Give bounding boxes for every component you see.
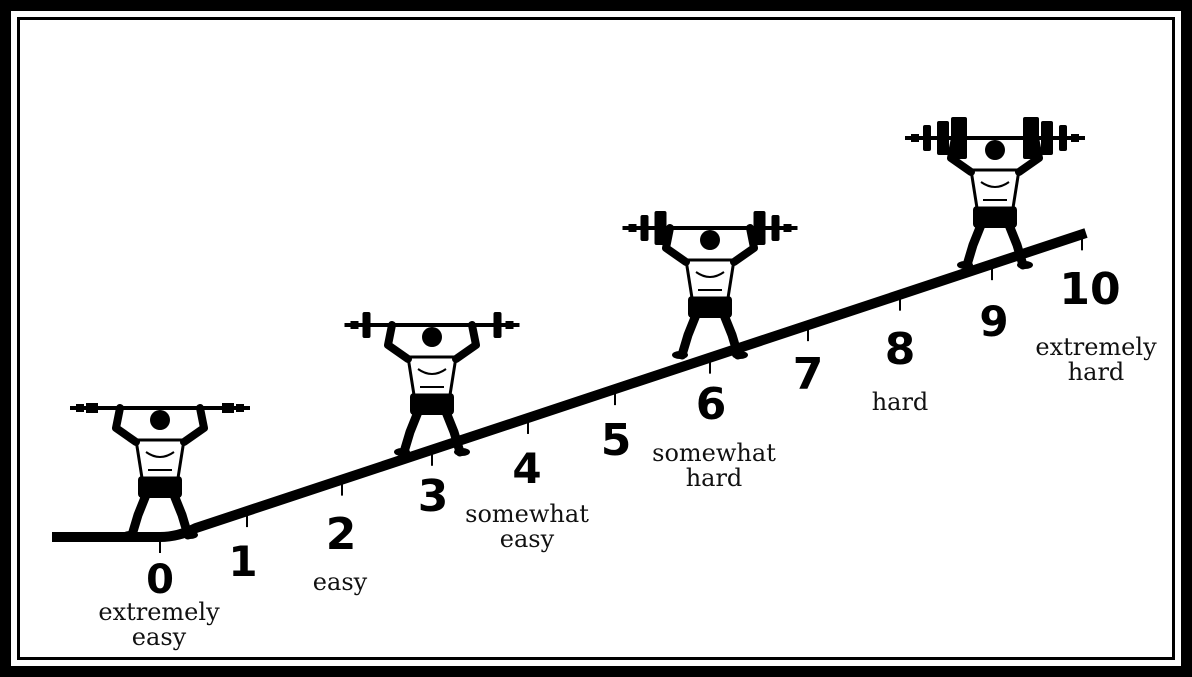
lifter-head <box>422 327 442 347</box>
lifter-arm-left <box>662 224 690 266</box>
barbell-collar-left <box>911 134 919 142</box>
lifter-leg-right <box>1002 215 1028 270</box>
barbell-collar-left <box>628 224 637 232</box>
lifter-arm-right <box>180 404 208 446</box>
scale-number-6: 6 <box>695 379 727 430</box>
ramp-line-path <box>52 228 1088 542</box>
barbell-plate-right <box>753 211 766 245</box>
lifter-foot-right <box>732 351 748 359</box>
descriptor-10-line-2: hard <box>1067 358 1125 387</box>
lifter-foot-left <box>957 261 973 269</box>
lifter-torso <box>684 258 736 300</box>
barbell-plate-left <box>362 312 371 338</box>
lifter-leg-right <box>167 485 193 540</box>
scale-number-5: 5 <box>600 415 632 466</box>
barbell-collar-right <box>505 321 514 329</box>
scale-number-10: 10 <box>1059 264 1121 315</box>
lifter-muscle-lines <box>417 368 447 396</box>
inner-frame <box>17 17 1175 660</box>
barbell-collar-right <box>783 224 792 232</box>
scale-number-7: 7 <box>792 349 824 400</box>
barbell-plate-left <box>923 125 931 151</box>
scale-number-2: 2 <box>325 509 357 560</box>
barbell-collar-left <box>350 321 359 329</box>
lifter-foot-left <box>122 531 138 539</box>
descriptor-0-line-2: easy <box>131 623 187 652</box>
descriptor-6-line-2: hard <box>685 464 743 493</box>
lifter-head <box>985 140 1005 160</box>
barbell-plate-right <box>771 215 780 241</box>
descriptor-10-line-1: extremely <box>1035 333 1157 361</box>
lifter-leg-right <box>717 305 743 360</box>
descriptor-4-line-1: somewhat <box>465 500 589 528</box>
descriptor-0-line-1: extremely <box>98 598 220 626</box>
barbell-plate-left <box>86 403 98 413</box>
lifter-shorts <box>138 476 182 498</box>
descriptor-8-line-1: hard <box>871 388 929 416</box>
barbell-plate-left <box>951 117 967 159</box>
barbell-plate-right <box>493 312 502 338</box>
barbell-plate-right <box>1041 121 1053 155</box>
descriptor-0: extremely easy <box>98 598 220 652</box>
descriptor-2-line-1: easy <box>312 568 368 596</box>
lifter-foot-right <box>1017 261 1033 269</box>
barbell-collar-left <box>76 404 84 412</box>
weightlifter-figures <box>70 117 1085 540</box>
weightlifter-icon <box>70 403 250 540</box>
weightlifter-icon <box>905 117 1085 270</box>
barbell-plate-right <box>1023 117 1039 159</box>
weightlifter-icon <box>344 312 520 457</box>
barbell-collar-right <box>236 404 244 412</box>
lifter-shorts <box>410 393 454 415</box>
lifter-torso <box>969 168 1021 210</box>
lifter-leg-left <box>127 485 153 540</box>
scale-number-3: 3 <box>417 471 449 522</box>
descriptor-6: somewhat hard <box>652 439 776 493</box>
lifter-torso <box>134 438 186 480</box>
scale-number-9: 9 <box>979 297 1009 346</box>
lifter-muscle-lines <box>145 451 175 479</box>
lifter-leg-left <box>677 305 703 360</box>
lifter-muscle-lines <box>980 181 1010 209</box>
lifter-leg-right <box>439 402 465 457</box>
ramp-ticks <box>159 237 1083 553</box>
weightlifter-icon <box>622 211 798 360</box>
descriptor-2: easy <box>312 568 368 596</box>
scale-number-4: 4 <box>512 444 542 493</box>
scale-number-8: 8 <box>884 324 916 375</box>
lifter-foot-left <box>672 351 688 359</box>
descriptor-4-line-2: easy <box>499 525 555 554</box>
scale-number-1: 1 <box>228 537 258 586</box>
lifter-foot-right <box>454 448 470 456</box>
lifter-shorts <box>973 206 1017 228</box>
lifter-foot-left <box>394 448 410 456</box>
descriptor-6-line-1: somewhat <box>652 439 776 467</box>
lifter-torso <box>406 355 458 397</box>
descriptor-8: hard <box>871 388 929 416</box>
barbell-plate-right <box>1059 125 1067 151</box>
lifter-arm-right <box>730 224 758 266</box>
scale-number-0: 0 <box>146 557 174 603</box>
lifter-arm-right <box>452 321 480 363</box>
barbell-plate-left <box>654 211 667 245</box>
lifter-foot-right <box>182 531 198 539</box>
descriptor-4: somewhat easy <box>465 500 589 554</box>
barbell-plate-left <box>937 121 949 155</box>
lifter-head <box>700 230 720 250</box>
barbell-plate-left <box>640 215 649 241</box>
barbell-plate-right <box>222 403 234 413</box>
lifter-arm-left <box>384 321 412 363</box>
lifter-head <box>150 410 170 430</box>
descriptor-10: extremely hard <box>1035 333 1157 387</box>
ramp-line <box>52 228 1088 542</box>
lifter-leg-left <box>399 402 425 457</box>
lifter-arm-left <box>112 404 140 446</box>
lifter-leg-left <box>962 215 988 270</box>
lifter-muscle-lines <box>695 271 725 299</box>
lifter-shorts <box>688 296 732 318</box>
barbell-collar-right <box>1071 134 1079 142</box>
